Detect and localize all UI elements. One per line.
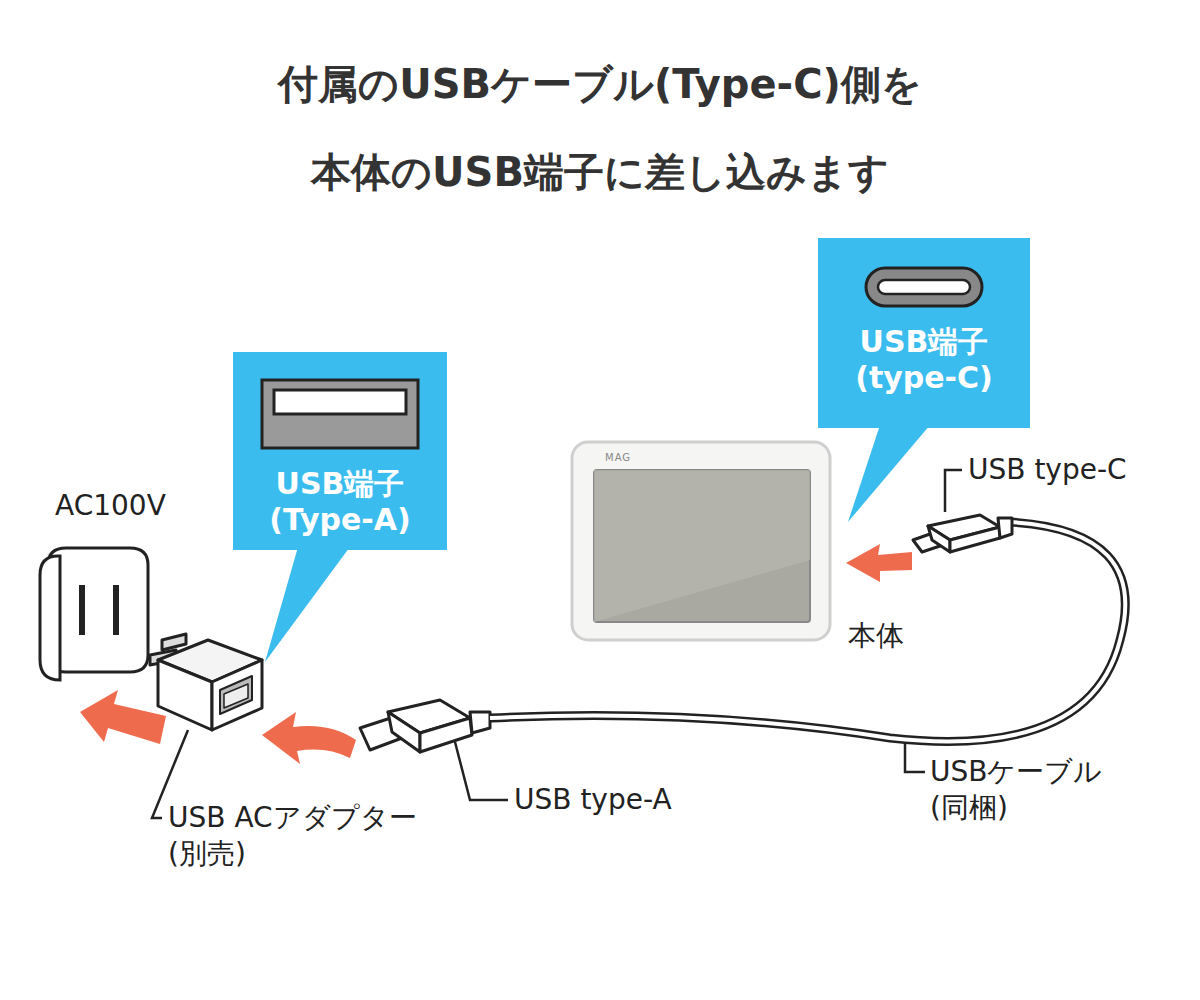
part-label: USBケーブル (同梱) (930, 754, 1160, 826)
callout-box: USB端子 (Type-A) (233, 352, 447, 550)
part-label: 本体 (848, 618, 948, 654)
callout-label: USB端子 (Type-A) (245, 466, 435, 538)
usb-type-c-plug (913, 515, 1012, 552)
wall-outlet (40, 548, 148, 680)
usb-a-port-icon (260, 378, 420, 450)
callout-pointer (848, 425, 930, 522)
part-label: USB type-C (968, 452, 1188, 488)
device-body (572, 442, 830, 640)
usb-type-a-plug (360, 700, 490, 752)
usb-c-port-icon (864, 266, 984, 308)
part-label: USB type-A (514, 782, 734, 818)
callout-pointer (265, 540, 355, 662)
title: 付属のUSBケーブル(Type-C)側を 本体のUSB端子に差し込みます (200, 40, 1000, 216)
ac-adapter (150, 634, 262, 730)
brand-logo: MAG (605, 452, 665, 464)
part-label: USB ACアダプター (別売) (168, 800, 468, 872)
callout-label: USB端子 (type-C) (829, 324, 1019, 396)
voltage-label: AC100V (55, 488, 215, 524)
callout-box: USB端子 (type-C) (818, 238, 1030, 428)
